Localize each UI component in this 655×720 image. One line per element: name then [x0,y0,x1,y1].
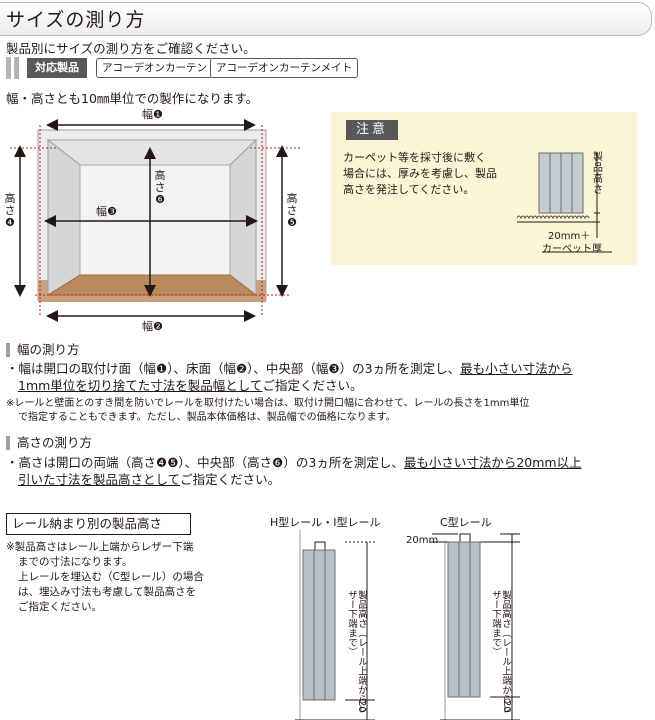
width-instructions: ・幅は開口の取付け面（幅❶）、床面（幅❷）、中央部（幅❸）の3ヵ所を測定し、最も… [6,361,573,393]
width-section-heading: 幅の測り方 [6,343,80,357]
tag-bar-deco [14,57,19,79]
width1-label: 幅❶ [142,106,163,122]
c-rail-20: 20 [501,700,512,713]
c-rail-height-label: 製品高さ（レール上端からレザー下端まで） [490,590,511,714]
height-instructions: ・高さは開口の両端（高さ❹❺）、中央部（高さ❻）の3ヵ所を測定し、最も小さい寸法… [6,455,582,487]
width2-label: 幅❷ [142,318,163,334]
tag-bar-deco [6,57,11,79]
h-rail-diagram [295,530,375,720]
h-rail-height-label: 製品高さ（レール上端からレザー下端まで） [346,590,367,714]
carpet-label-1: 20mm＋ [548,231,591,242]
page-title: サイズの測り方 [6,9,146,31]
page-header-bar [0,2,652,36]
height-section-heading: 高さの測り方 [6,436,92,450]
unit-note: 幅・高さとも10㎜単位での製作になります。 [6,91,259,106]
supported-products-label: 対応製品 [27,58,87,78]
caution-text: カーペット等を採寸後に敷く 場合には、厚みを考慮し、製品 高さを発注してください… [343,151,497,196]
width-note: ※レールと壁面とのすき間を防いでレールを取付けたい場合は、取付け開口幅に合わせて… [6,398,530,423]
carpet-label-2: カーペット厚 [542,244,602,255]
rail-section-title: レール納まり別の製品高さ [6,513,191,535]
opening-diagram [10,119,300,322]
product-tag-accordion-curtain[interactable]: アコーデオンカーテン [96,58,213,78]
product-tag-accordion-curtain-mate[interactable]: アコーデオンカーテンメイト [210,58,359,78]
c-rail-diagram [430,533,520,720]
intro-text: 製品別にサイズの測り方をご確認ください。 [6,41,256,56]
product-height-vertical-label: 製品高さ [593,152,603,196]
h-rail-20: 20 [356,700,367,713]
c-rail-20mm-label: 20mm [406,535,439,546]
caution-title: 注意 [346,120,398,140]
rail-notes: ※製品高さはレール上端からレザー下端 までの寸法になります。 上レールを埋込む（… [6,541,204,613]
h-rail-label: H型レール・I型レール [270,516,381,529]
carpet-diagram [516,152,612,253]
width3-label: 幅❸ [96,205,117,218]
c-rail-label: C型レール [440,516,492,529]
